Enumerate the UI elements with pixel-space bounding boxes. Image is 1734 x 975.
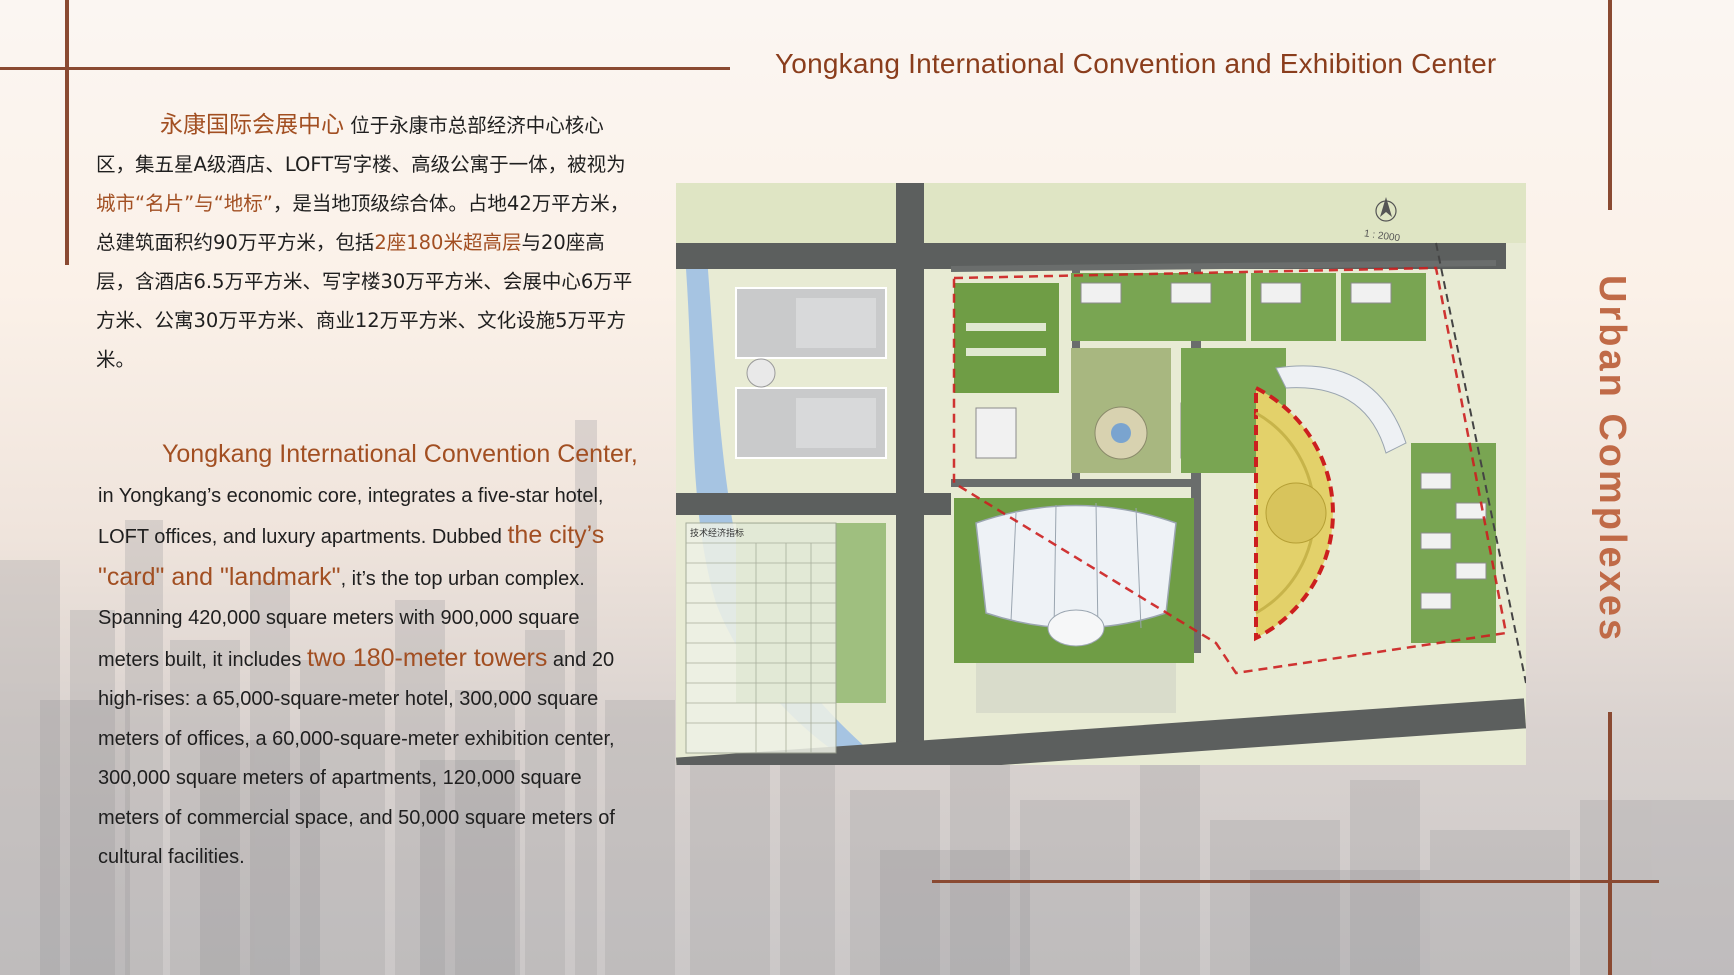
chinese-description: 永康国际会展中心 位于永康市总部经济中心核心区，集五星A级酒店、LOFT写字楼、… <box>96 106 636 379</box>
page-title: Yongkang International Convention and Ex… <box>775 48 1497 79</box>
highlight-cn-landmark: 城市“名片”与“地标” <box>96 192 273 215</box>
frame-line-top-horizontal <box>0 67 730 70</box>
frame-line-left-vertical <box>65 0 69 265</box>
description-cn-part3: 与20座高层，含酒店6.5万平方米、写字楼30万平方米、会展中心6万平方米、公寓… <box>96 231 633 371</box>
table-title: 技术经济指标 <box>690 527 744 539</box>
highlight-cn-towers: 2座180米超高层 <box>374 231 522 254</box>
map-scale-label: 1 : 2000 <box>1363 228 1401 244</box>
description-cn-part2: ，是当地顶级综合体。占地42万平方米，总建筑面积约90万平方米，包括 <box>96 192 630 254</box>
frame-line-right-bottom-vertical <box>1608 712 1612 975</box>
highlight-en-towers: two 180-meter towers <box>306 643 548 672</box>
frame-line-bottom-horizontal <box>932 880 1659 883</box>
description-en-part3: and 20 high-rises: a 65,000-square-meter… <box>98 648 615 869</box>
side-section-title: Urban Complexes <box>1591 275 1633 644</box>
site-plan-image: 技术经济指标 <box>675 183 1527 788</box>
site-plan-drawing: 技术经济指标 <box>675 183 1527 788</box>
english-description: Yongkang International Convention Center… <box>98 435 638 878</box>
project-name-en: Yongkang International Convention Center… <box>162 440 638 468</box>
description-en-part1: in Yongkang’s economic core, integrates … <box>98 484 604 549</box>
description-cn-part1: 位于永康市总部经济中心核心区，集五星A级酒店、LOFT写字楼、高级公寓于一体，被… <box>96 114 626 176</box>
highlight-en-landmark: the city’s "card" and "landmark" <box>98 521 605 591</box>
project-name-cn: 永康国际会展中心 <box>160 112 344 138</box>
description-en-part2: , it’s the top urban complex. Spanning 4… <box>98 567 585 671</box>
north-arrow-icon <box>1375 197 1397 222</box>
frame-line-right-top-vertical <box>1608 0 1612 210</box>
